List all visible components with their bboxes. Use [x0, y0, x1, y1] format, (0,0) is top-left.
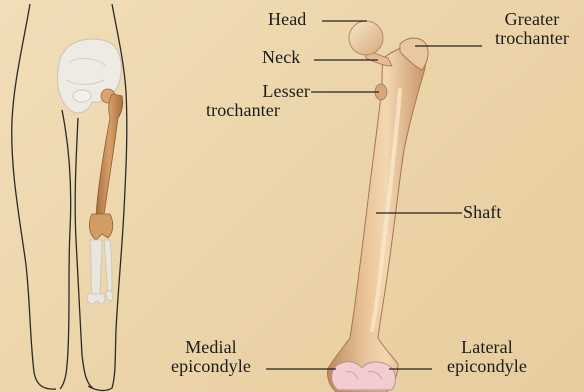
- femur-head: [349, 21, 383, 55]
- label-lesser-trochanter-line1: Lesser: [206, 82, 310, 101]
- label-medial-epicondyle-line1: Medial: [156, 338, 266, 357]
- small-femur: [89, 89, 122, 240]
- label-lesser-trochanter-line2: trochanter: [206, 101, 310, 120]
- distal-condyles: [332, 362, 396, 390]
- label-shaft: Shaft: [463, 203, 502, 222]
- label-lateral-epicondyle-line1: Lateral: [432, 338, 542, 357]
- label-lesser-trochanter: Lesser trochanter: [206, 82, 310, 120]
- label-greater-trochanter: Greater trochanter: [482, 10, 582, 48]
- label-medial-epicondyle: Medial epicondyle: [156, 338, 266, 376]
- outer-left-contour: [12, 4, 56, 389]
- label-lateral-epicondyle-line2: epicondyle: [432, 357, 542, 376]
- label-neck: Neck: [262, 48, 300, 67]
- lower-leg-bones: [87, 240, 113, 304]
- label-medial-epicondyle-line2: epicondyle: [156, 357, 266, 376]
- label-lateral-epicondyle: Lateral epicondyle: [432, 338, 542, 376]
- label-head: Head: [268, 10, 306, 29]
- label-greater-trochanter-line2: trochanter: [482, 29, 582, 48]
- femur-bone: [327, 21, 428, 392]
- label-greater-trochanter-line1: Greater: [482, 10, 582, 29]
- inner-leg-contour: [60, 110, 71, 389]
